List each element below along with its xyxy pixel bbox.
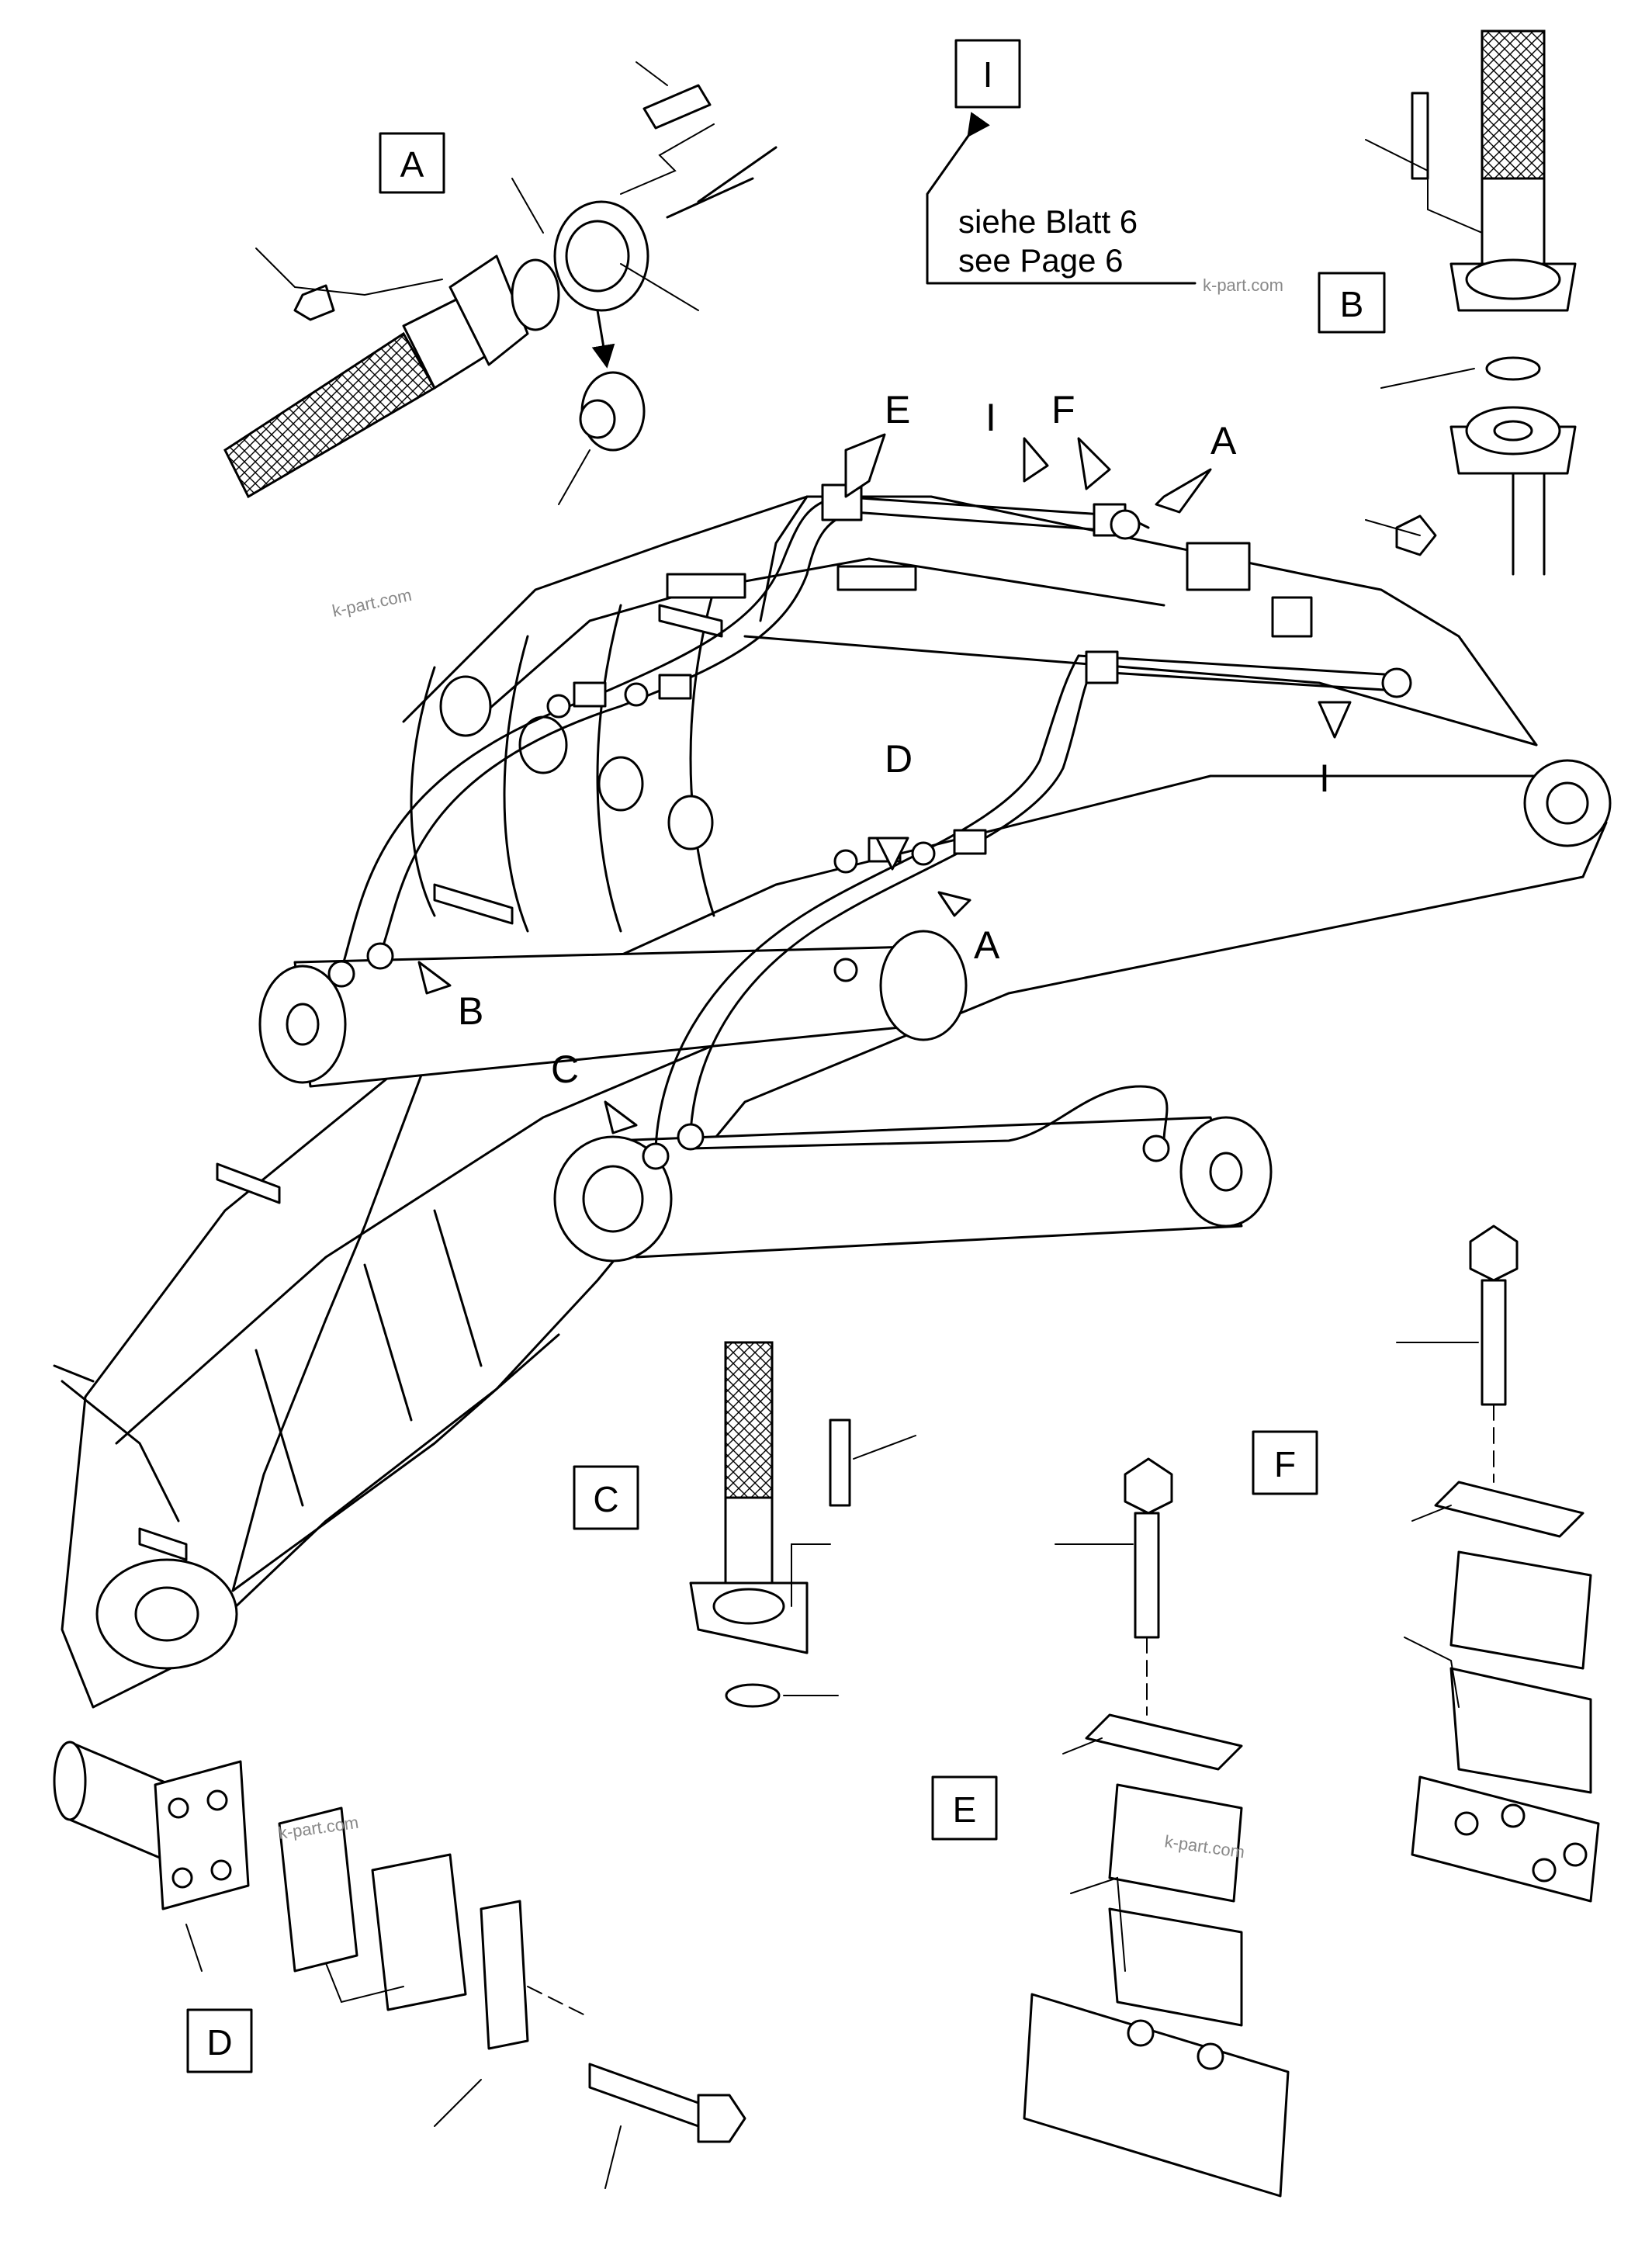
detail-e-clamp-half-1 <box>1108 1783 1243 1903</box>
detail-a-hose <box>223 331 437 499</box>
detail-e-bolt-head <box>1124 1457 1173 1515</box>
callout-a-top: A <box>1210 419 1237 462</box>
detail-b: B <box>1318 29 1577 576</box>
detail-b-oring <box>1485 356 1541 381</box>
detail-f-label: F <box>1274 1444 1296 1484</box>
boom-arm-outline <box>61 774 1608 1709</box>
detail-f-base <box>1411 1775 1600 1903</box>
callout-d: D <box>885 737 913 781</box>
reference-box-label: I <box>983 54 993 95</box>
detail-d-bolt <box>588 2063 700 2128</box>
detail-c-label: C <box>593 1479 618 1519</box>
detail-e-cover-plate <box>1085 1713 1243 1771</box>
detail-d-flange-plate <box>154 1760 250 1910</box>
callout-c: C <box>551 1048 579 1091</box>
reference-line-2: see Page 6 <box>958 242 1124 279</box>
detail-d-clamp-half-2 <box>371 1853 467 2011</box>
reference-line-1: siehe Blatt 6 <box>958 203 1138 240</box>
detail-f-clamp-half-1 <box>1449 1550 1592 1670</box>
detail-d: D <box>53 1741 746 2189</box>
boom-assembly <box>53 433 1612 1709</box>
detail-c-hose <box>724 1341 774 1499</box>
callout-i-right: I <box>1319 757 1330 800</box>
detail-a-bolt <box>642 84 712 130</box>
callout-b: B <box>458 989 483 1033</box>
detail-e-base <box>1023 1993 1290 2198</box>
detail-c: C <box>573 1341 916 1708</box>
detail-e-clamp-half-2 <box>1108 1907 1243 2027</box>
callout-e: E <box>885 388 910 431</box>
callout-i-top: I <box>985 396 996 439</box>
detail-f: F <box>1252 1224 1600 1903</box>
detail-e-label: E <box>953 1789 977 1830</box>
detail-f-bolt-head <box>1469 1224 1519 1282</box>
detail-a-nut <box>293 284 335 321</box>
watermark-2: k-part.com <box>331 585 414 621</box>
callout-f: F <box>1051 388 1075 431</box>
detail-b-nut <box>1395 514 1437 556</box>
detail-a-label: A <box>400 144 424 185</box>
detail-d-label: D <box>206 2022 232 2063</box>
watermark-1: k-part.com <box>1203 275 1283 295</box>
reference-note: I siehe Blatt 6 see Page 6 <box>926 39 1197 285</box>
detail-e-bolt-shank <box>1134 1512 1160 1639</box>
hydraulic-lines <box>327 483 1412 1170</box>
hydraulic-cylinder-lower <box>553 1116 1273 1263</box>
detail-e: E <box>931 1457 1290 2198</box>
detail-f-clamp-half-2 <box>1449 1667 1592 1794</box>
detail-c-bolt <box>829 1418 851 1507</box>
main-view-arrows <box>417 433 1352 1134</box>
detail-d-cover-plate <box>480 1900 529 2050</box>
detail-b-label: B <box>1340 284 1364 324</box>
hydraulic-cylinder-upper <box>258 930 968 1088</box>
detail-b-bolt <box>1411 92 1429 180</box>
callout-a-mid: A <box>974 923 1000 967</box>
detail-c-oring <box>725 1683 781 1708</box>
detail-b-hose <box>1481 29 1546 180</box>
detail-f-bolt-shank <box>1481 1279 1507 1406</box>
callout-letters: E I F A I D A B C <box>458 388 1330 1091</box>
detail-f-cover-plate <box>1434 1481 1584 1538</box>
detail-d-clamp-half-1 <box>278 1806 358 1973</box>
detail-a: A <box>223 61 778 505</box>
